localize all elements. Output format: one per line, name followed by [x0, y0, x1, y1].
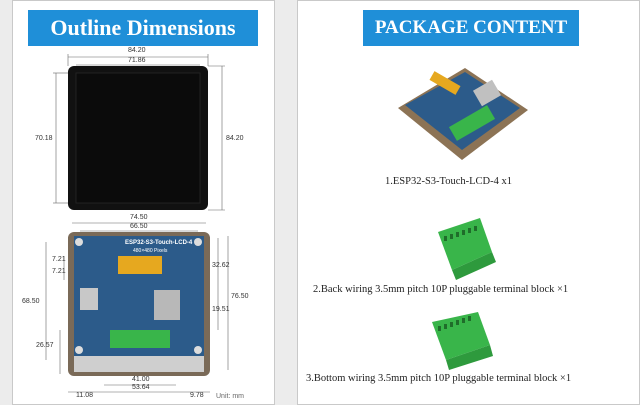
outline-dimensions-title: Outline Dimensions	[28, 10, 258, 46]
esp32-module	[154, 290, 180, 320]
dim-9-78: 9.78	[190, 392, 204, 399]
lcd-active-area	[75, 72, 201, 204]
item-3-caption: 3.Bottom wiring 3.5mm pitch 10P pluggabl…	[306, 373, 572, 384]
board-bottom-edge	[74, 356, 204, 372]
package-content-title: PACKAGE CONTENT	[363, 10, 579, 46]
dim-board-width-outer: 74.50	[130, 214, 148, 221]
item-1-caption: 1.ESP32-S3-Touch-LCD-4 x1	[385, 176, 513, 187]
dim-inner-height: 70.18	[35, 135, 53, 142]
sd-slot	[80, 288, 98, 310]
dim-41-00: 41.00	[132, 376, 150, 383]
dim-19-51: 19.51	[212, 306, 230, 313]
bottom-wiring-terminal-block-image	[432, 312, 493, 370]
dim-32-62: 32.62	[212, 262, 230, 269]
back-wiring-terminal-block-image	[438, 218, 496, 280]
dim-outer-height: 84.20	[226, 135, 244, 142]
dim-11-08: 11.08	[76, 392, 93, 399]
dim-board-width-inner: 66.50	[130, 223, 148, 230]
dim-53-64: 53.64	[132, 384, 150, 391]
dim-outer-width: 84.20	[128, 47, 146, 54]
dim-76-50: 76.50	[231, 293, 249, 300]
board-label: ESP32-S3-Touch-LCD-4	[125, 240, 193, 246]
dim-7-21-b: 7.21	[52, 268, 66, 275]
dim-inner-width: 71.86	[128, 57, 146, 64]
esp32-board-image	[398, 68, 528, 160]
terminal-block-board	[110, 330, 170, 348]
dim-68-50: 68.50	[22, 298, 40, 305]
dim-26-57: 26.57	[36, 342, 54, 349]
board-sublabel: 480×480 Pixels	[133, 248, 168, 254]
dim-7-21-a: 7.21	[52, 256, 66, 263]
fpc-connector	[118, 256, 162, 274]
unit-label: Unit: mm	[216, 393, 244, 400]
item-2-caption: 2.Back wiring 3.5mm pitch 10P pluggable …	[313, 284, 569, 295]
